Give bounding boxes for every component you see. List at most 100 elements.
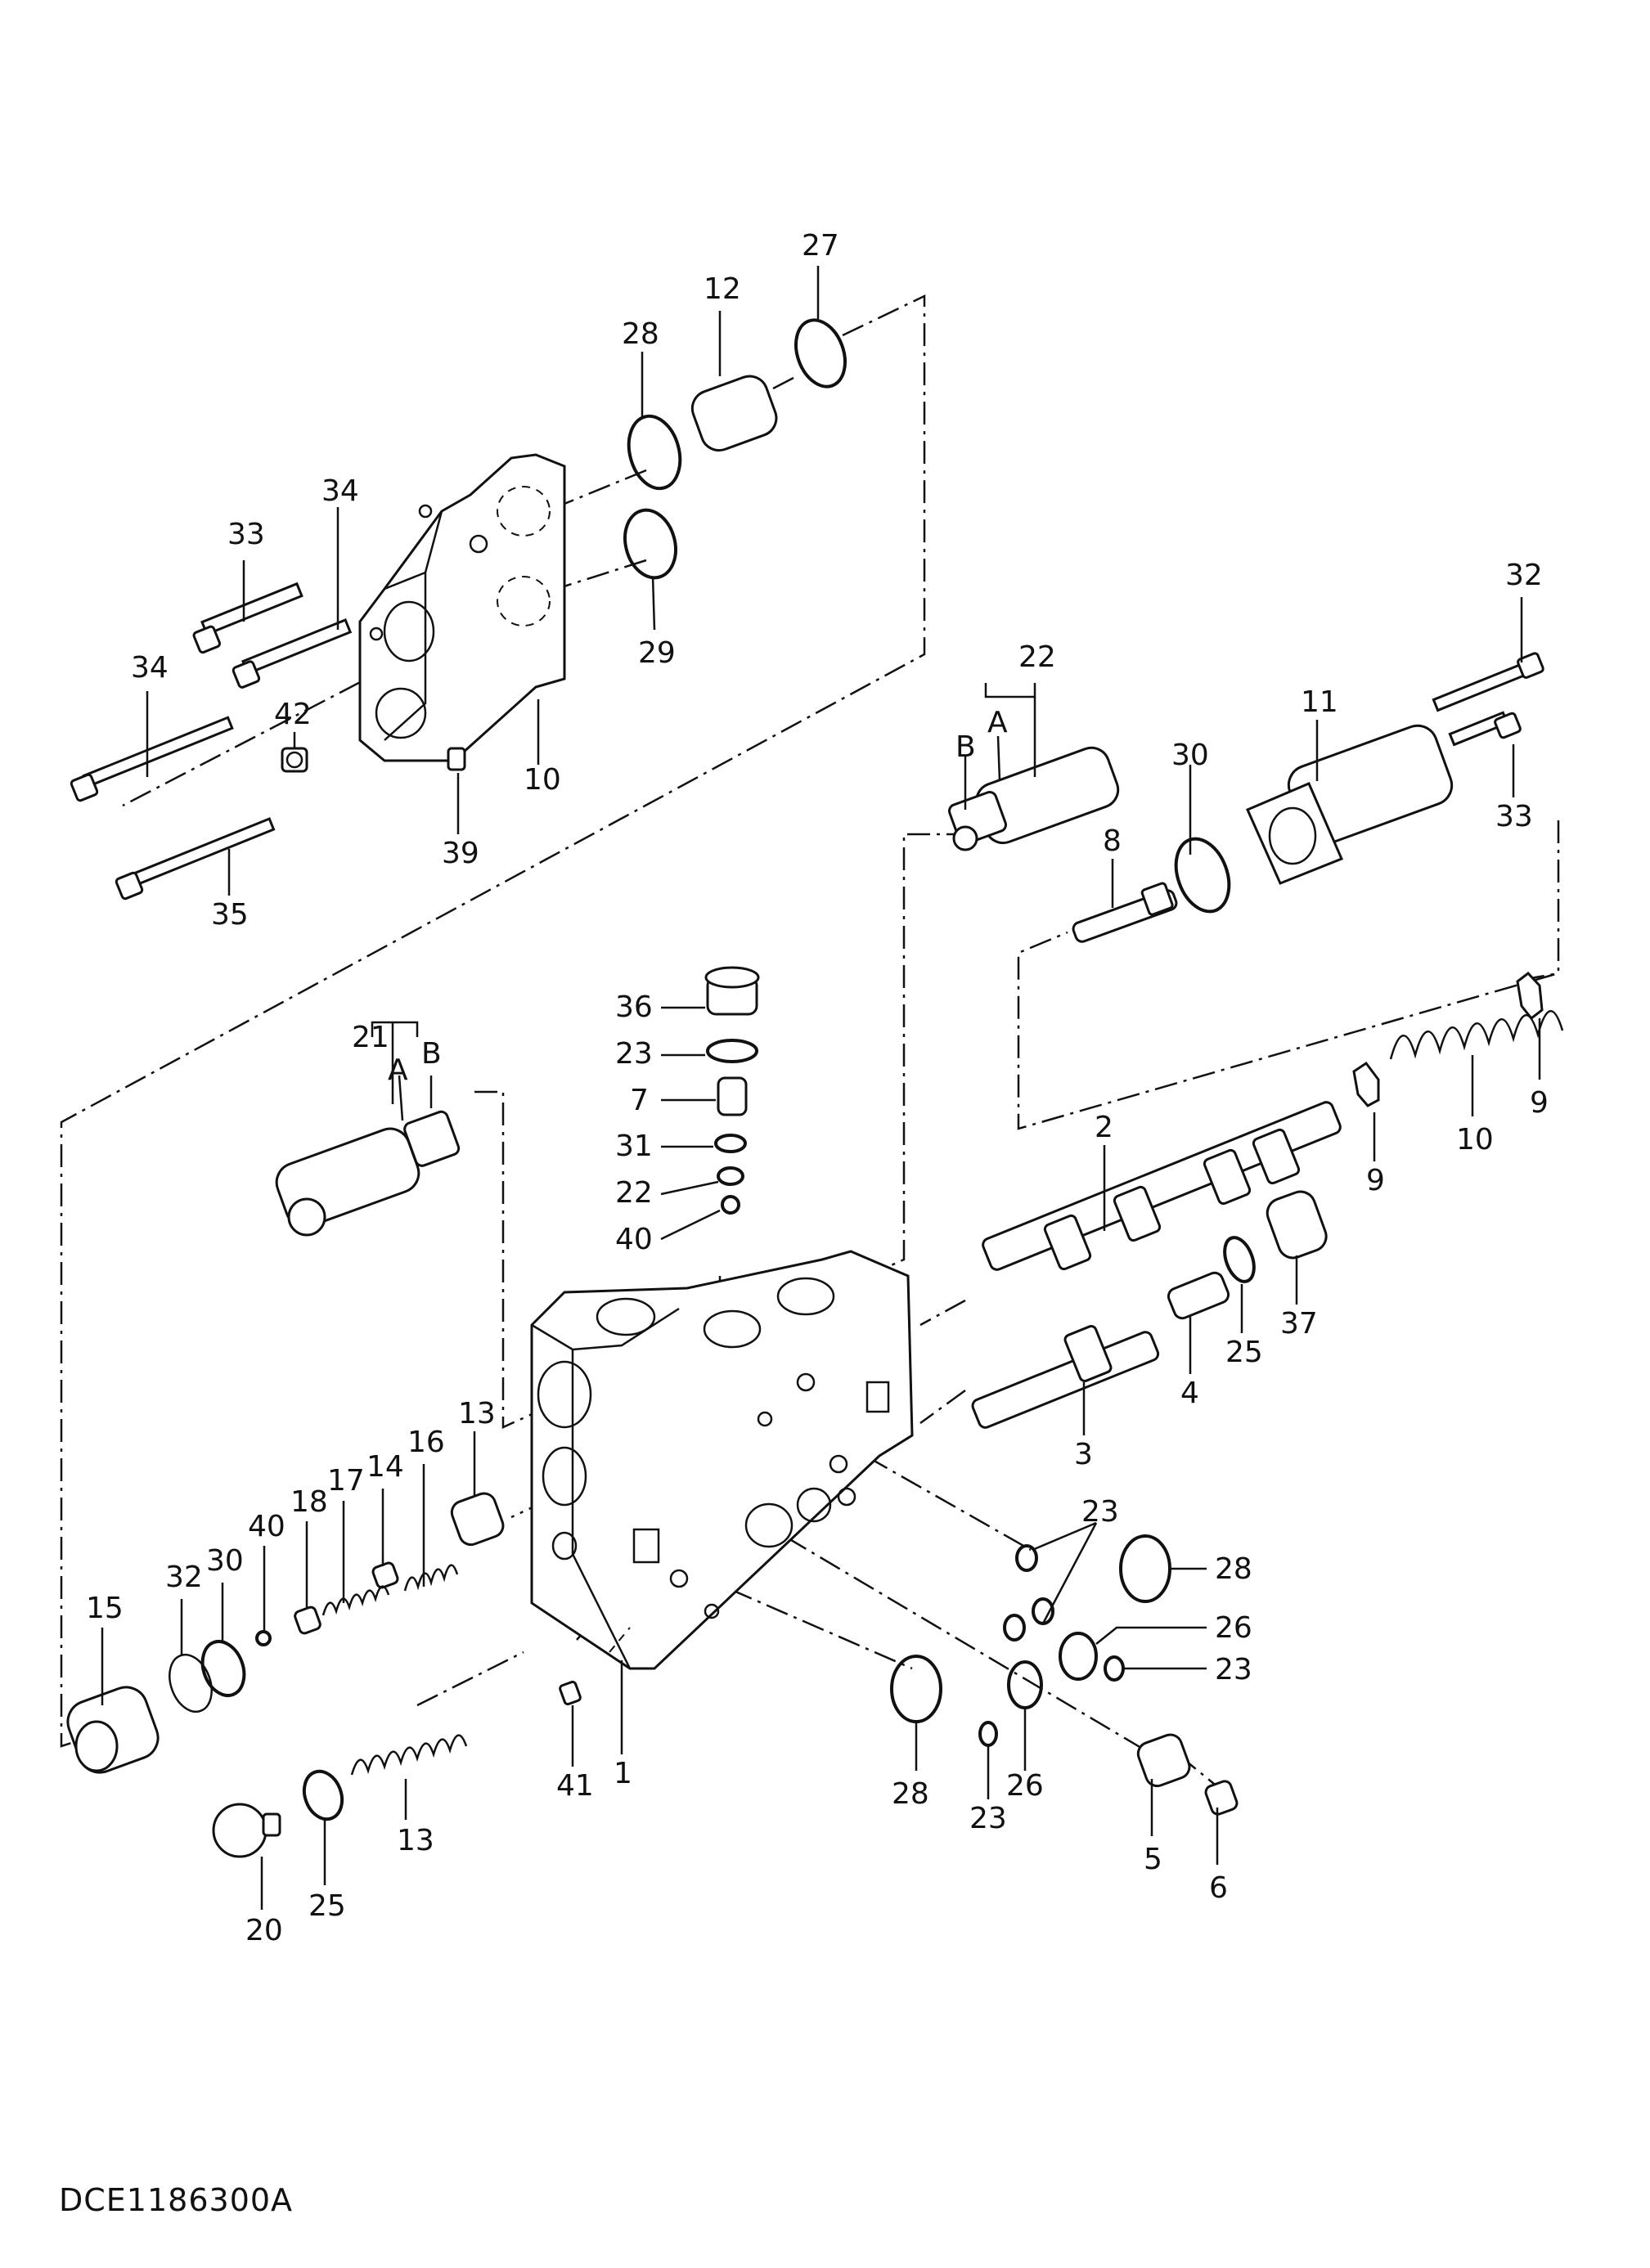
- callout-22: 21: [352, 1021, 389, 1054]
- washer-9-right: [1516, 971, 1544, 1021]
- o-ring-23-a: [1015, 1544, 1038, 1572]
- callout-6: 6: [1209, 1871, 1228, 1905]
- drawing-code: DCE1186300A: [59, 2182, 294, 2218]
- callout-40: 40: [615, 1223, 653, 1256]
- callout-14: 12: [704, 272, 741, 306]
- o-ring-28-right: [1174, 837, 1231, 914]
- o-ring-27-lower: [890, 1655, 942, 1723]
- spring-10: [1389, 1010, 1564, 1060]
- callout-9: 9: [1366, 1164, 1385, 1197]
- callout-25: 25: [308, 1889, 346, 1923]
- o-ring-28-upper: [627, 414, 682, 491]
- callout-18: 16: [407, 1426, 445, 1459]
- part-20: [294, 1606, 321, 1635]
- callout-27: 28: [1215, 1552, 1252, 1586]
- callout-35: 36: [615, 990, 653, 1024]
- callout-28: 28: [622, 317, 659, 351]
- backup-ring-31: [169, 1653, 213, 1713]
- callout-15: 13: [458, 1397, 496, 1430]
- callout-19: 17: [327, 1464, 365, 1498]
- plug-41: [559, 1680, 582, 1706]
- callout-37: 39: [442, 837, 479, 870]
- callout-25: 25: [1225, 1336, 1263, 1369]
- part-17: [66, 1686, 160, 1774]
- callout-labels: 27 12 28 29 33 34 34 42 10 39 35 22 11 3…: [86, 229, 1549, 1947]
- o-ring-27-top: [794, 318, 847, 388]
- cartridge-22-lower: [275, 1110, 461, 1237]
- callout-24: 23: [615, 1037, 653, 1071]
- port-label-b-upper: B: [955, 730, 976, 764]
- callout-28: 29: [638, 636, 676, 670]
- spring-18: [403, 1564, 459, 1592]
- callout-16: 14: [366, 1450, 404, 1484]
- spring-13: [350, 1734, 468, 1776]
- o-ring-23-b: [1003, 1614, 1026, 1641]
- callout-32: 33: [1495, 800, 1533, 833]
- callout-2: 2: [1095, 1111, 1113, 1144]
- cartridge-22-upper: [948, 746, 1120, 851]
- bolt-34-lower: [115, 817, 276, 900]
- part-cover-block: [358, 453, 566, 762]
- callout-12: 11: [1301, 685, 1338, 719]
- o-ring-23-stack: [717, 1166, 744, 1186]
- callout-29: 30: [206, 1544, 244, 1578]
- plug-36: [1266, 1190, 1328, 1260]
- bolt-34-upper: [70, 716, 234, 802]
- callout-8: 8: [1103, 824, 1122, 858]
- callout-33: 34: [321, 474, 359, 508]
- callout-21: 20: [245, 1914, 283, 1947]
- part-15: [450, 1492, 505, 1547]
- callout-26: 26: [1006, 1769, 1044, 1803]
- callout-17: 15: [86, 1592, 124, 1625]
- o-ring-26-right: [1059, 1632, 1098, 1681]
- o-ring-24: [706, 1039, 758, 1063]
- part-6: [1204, 1780, 1239, 1816]
- assembly-lines: [60, 294, 1560, 1792]
- part-5: [1136, 1733, 1191, 1788]
- o-ring-25-left: [302, 1769, 344, 1821]
- callout-23: 22: [615, 1176, 653, 1210]
- port-label-a-upper: A: [987, 706, 1008, 739]
- o-ring-27-right: [1119, 1534, 1171, 1603]
- callout-13: 13: [397, 1824, 434, 1857]
- bolt-33-upper: [192, 582, 303, 654]
- part-7: [717, 1076, 748, 1116]
- callout-3: 3: [1074, 1438, 1093, 1471]
- o-ring-29: [200, 1640, 246, 1697]
- callout-31: 32: [165, 1561, 203, 1594]
- port-labels: B A A B: [388, 706, 1008, 1087]
- callout-22: 22: [1018, 640, 1056, 674]
- callout-32: 32: [1505, 559, 1543, 592]
- callout-23: 23: [1215, 1653, 1252, 1686]
- callout-36: 37: [1280, 1307, 1318, 1341]
- callout-39: 40: [248, 1510, 285, 1543]
- callout-27: 27: [802, 229, 839, 263]
- callout-42: 42: [274, 698, 312, 731]
- part-4: [1167, 1271, 1230, 1320]
- callout-41: 41: [556, 1769, 594, 1803]
- ball-40: [721, 1195, 740, 1215]
- callout-20: 18: [290, 1485, 328, 1519]
- callout-27: 28: [892, 1777, 929, 1811]
- bolt-33-lower: [232, 618, 353, 689]
- port-label-a-lower: A: [388, 1053, 408, 1087]
- leader-lines: [101, 266, 1541, 1910]
- port-label-b-lower: B: [421, 1037, 442, 1071]
- callout-26: 26: [1215, 1611, 1252, 1645]
- plug-35: [704, 966, 760, 1016]
- plug-37: [447, 747, 466, 771]
- part-12-housing: [1246, 724, 1454, 885]
- part-1-main-body: [530, 1250, 914, 1670]
- callout-7: 7: [630, 1084, 649, 1117]
- spool-2: [982, 1101, 1342, 1271]
- bolt-32-upper: [1432, 652, 1544, 712]
- callout-11: 10: [524, 763, 561, 797]
- part-16: [371, 1561, 399, 1589]
- callout-34: 35: [211, 898, 249, 932]
- spring-19: [321, 1585, 390, 1616]
- bolt-32-lower: [1448, 711, 1522, 747]
- callout-9: 9: [1530, 1086, 1549, 1120]
- callout-5: 5: [1144, 1843, 1162, 1876]
- callout-23: 23: [969, 1802, 1007, 1835]
